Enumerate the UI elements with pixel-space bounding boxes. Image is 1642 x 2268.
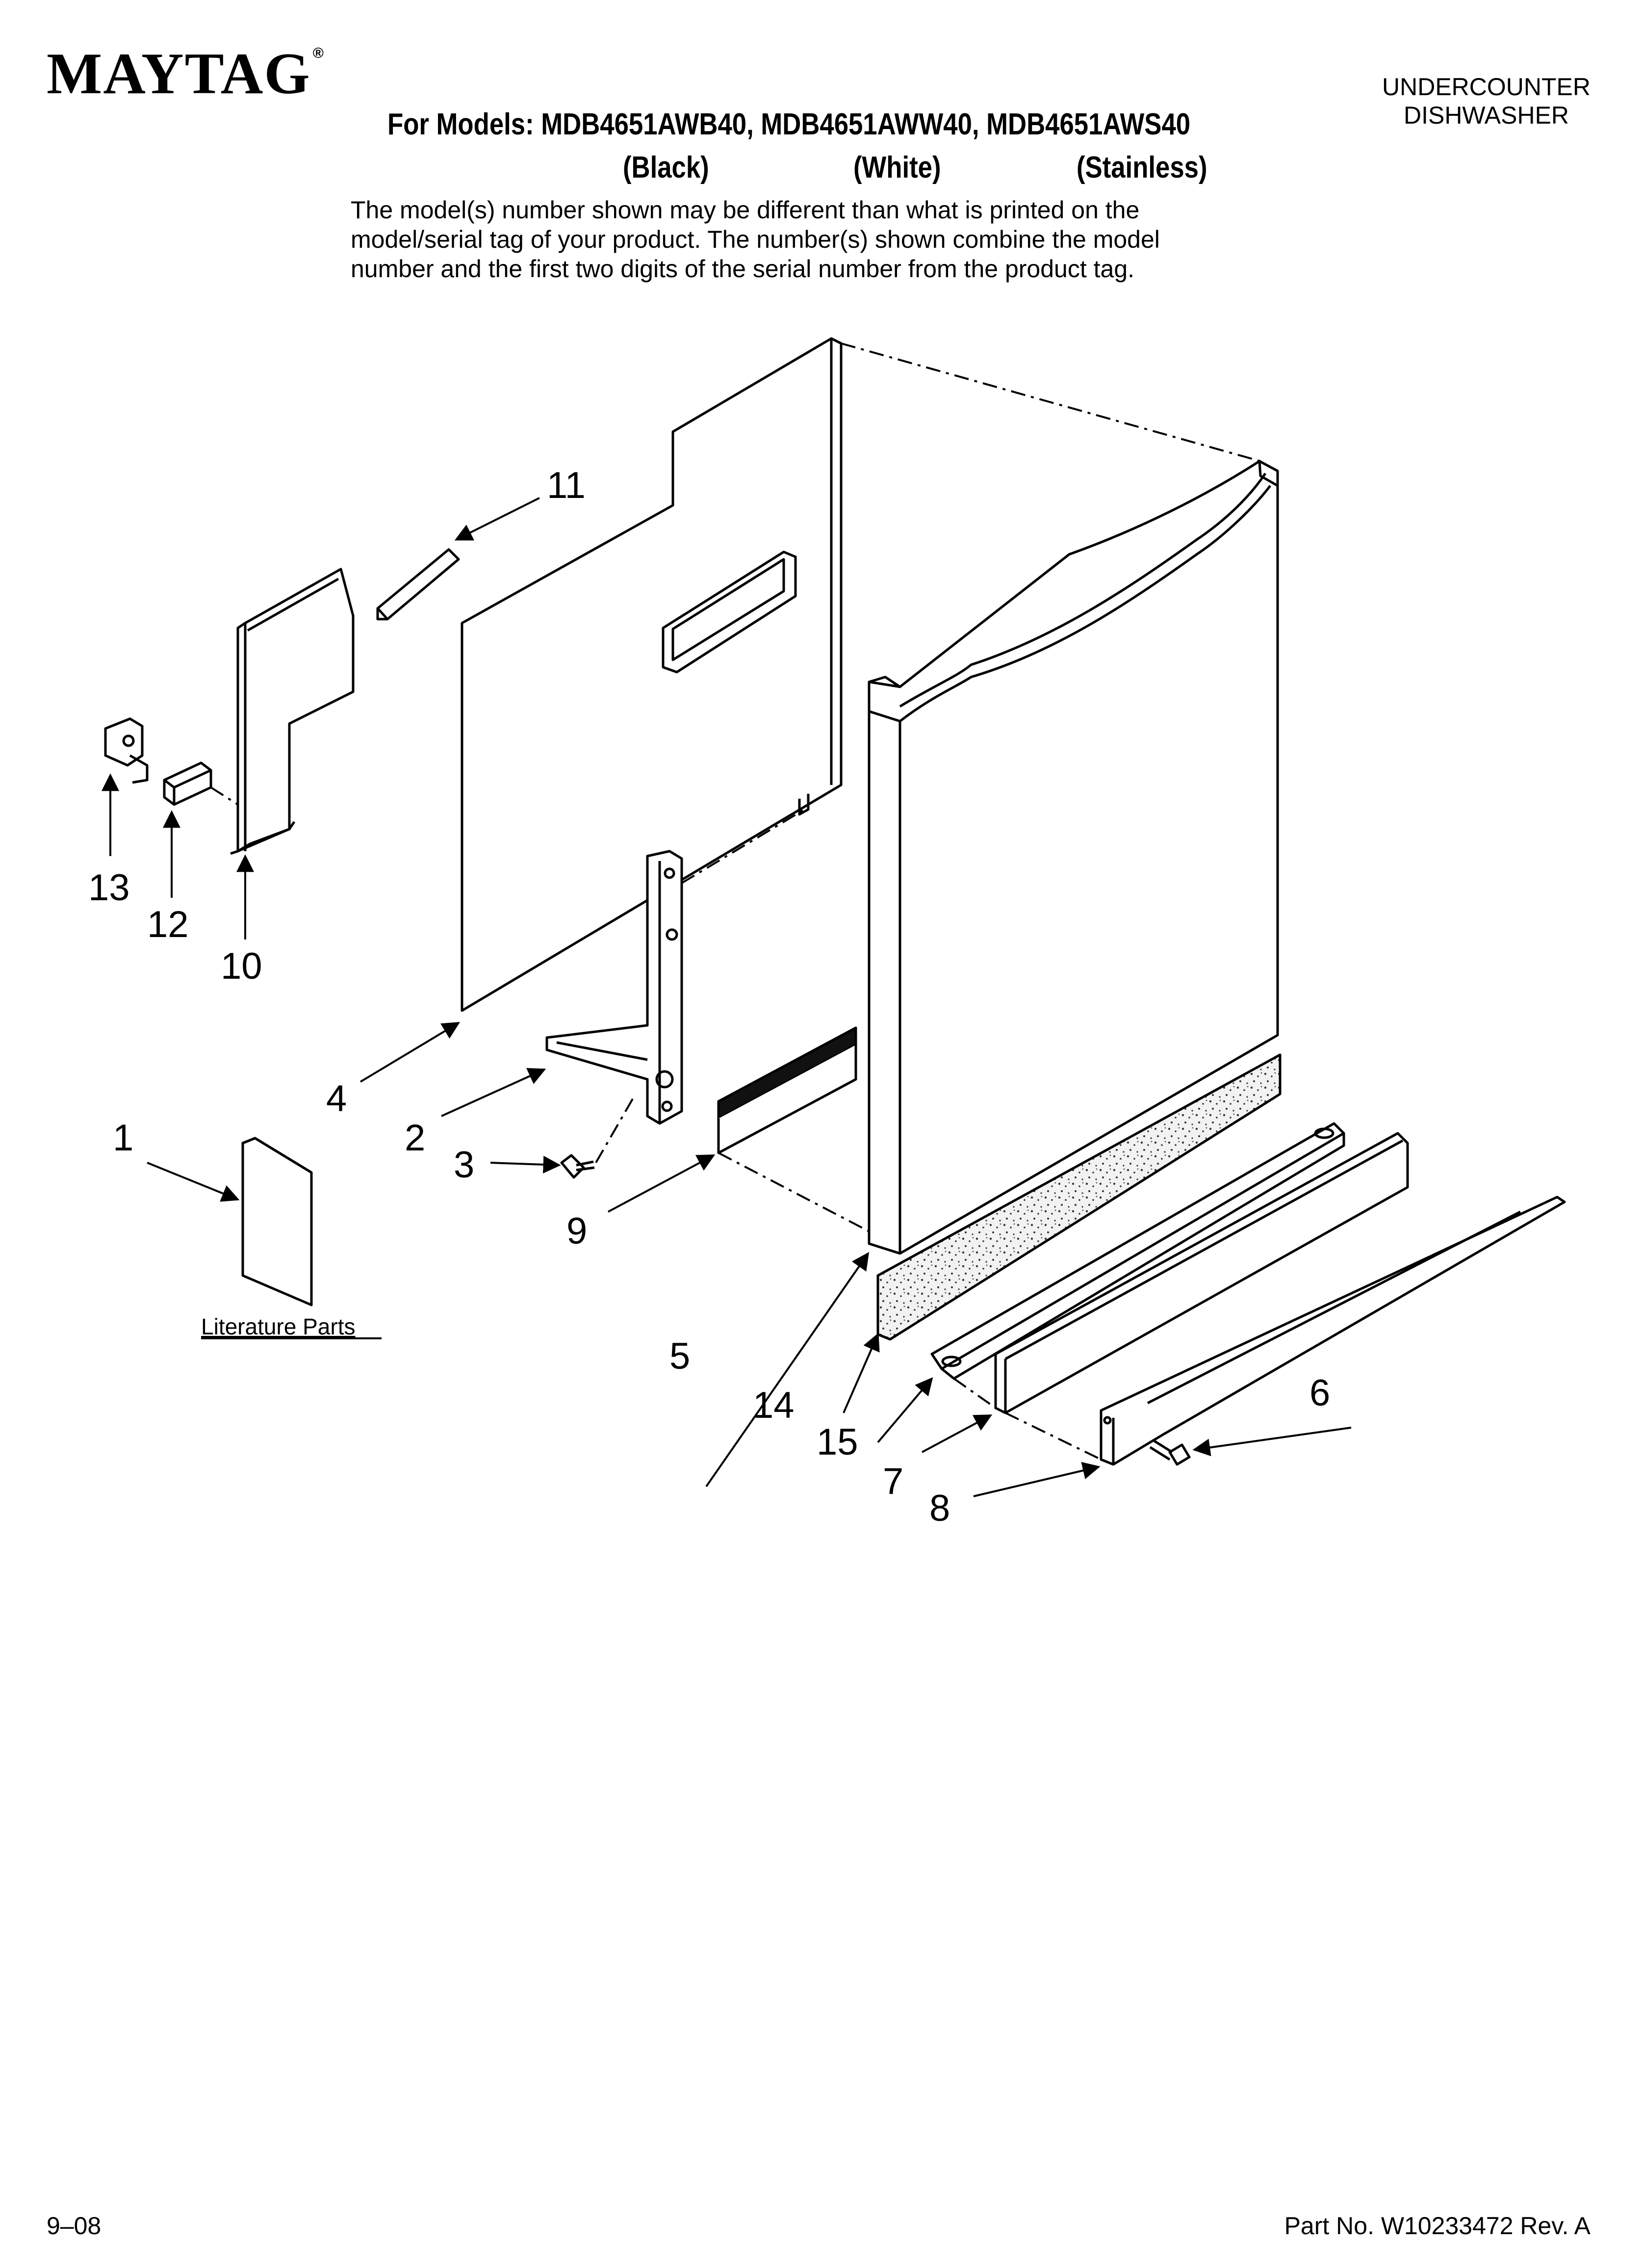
callout-11: 11 xyxy=(547,465,586,506)
callout-7: 7 xyxy=(883,1460,903,1502)
part-insulation-14 xyxy=(876,1053,1282,1341)
part-side-panel-right xyxy=(868,460,1279,1255)
callout-9: 9 xyxy=(566,1210,587,1252)
variant-black: (Black) xyxy=(623,151,709,184)
part-block-12 xyxy=(163,761,212,806)
brand-logo: MAYTAG® xyxy=(47,44,325,103)
model-note-line-3: number and the first two digits of the s… xyxy=(351,255,1135,283)
model-note-line-1: The model(s) number shown may be differe… xyxy=(351,196,1140,224)
callout-6: 6 xyxy=(1309,1372,1330,1414)
variant-stainless: (Stainless) xyxy=(1077,151,1207,184)
callout-13: 13 xyxy=(88,867,130,909)
brand-name: MAYTAG xyxy=(47,41,311,106)
footer-part-number: Part No. W10233472 Rev. A xyxy=(1284,2212,1591,2240)
callout-2: 2 xyxy=(405,1117,425,1159)
part-strip-11 xyxy=(376,548,460,621)
product-type: UNDERCOUNTER DISHWASHER xyxy=(1382,73,1591,130)
callout-12: 12 xyxy=(147,904,189,945)
product-type-line-1: UNDERCOUNTER xyxy=(1382,73,1591,101)
registered-mark: ® xyxy=(312,45,325,61)
variant-white: (White) xyxy=(853,151,941,184)
callout-10: 10 xyxy=(221,945,262,987)
model-note-line-2: model/serial tag of your product. The nu… xyxy=(351,226,1160,253)
product-type-line-2: DISHWASHER xyxy=(1403,102,1569,129)
part-side-panel-left xyxy=(461,337,843,1012)
callout-1: 1 xyxy=(113,1117,133,1159)
part-rail-15 xyxy=(930,1122,1345,1380)
part-literature-1 xyxy=(241,1137,313,1306)
callout-arrows xyxy=(102,497,1352,1497)
part-gasket-9 xyxy=(717,1026,857,1154)
callout-3: 3 xyxy=(454,1144,474,1186)
callout-8: 8 xyxy=(929,1487,950,1529)
models-heading: For Models: MDB4651AWB40, MDB4651AWW40, … xyxy=(387,107,1191,141)
part-clip-13 xyxy=(104,717,149,784)
callout-4: 4 xyxy=(326,1078,347,1120)
callout-14: 14 xyxy=(753,1384,795,1426)
footer-date: 9–08 xyxy=(47,2212,102,2240)
part-bracket-10 xyxy=(230,568,355,855)
part-screw-3 xyxy=(560,1154,595,1179)
alignment-lines xyxy=(210,342,1261,1460)
literature-parts-label: Literature Parts xyxy=(201,1314,355,1339)
callout-15: 15 xyxy=(817,1421,858,1463)
part-screw-6 xyxy=(1149,1438,1191,1466)
callout-labels: 1 2 3 4 5 6 7 8 9 10 11 12 13 14 15 Lite… xyxy=(88,465,1330,1529)
part-mounting-bracket-2 xyxy=(545,850,683,1125)
callout-5: 5 xyxy=(669,1335,690,1377)
part-kickplate-8 xyxy=(1100,1196,1566,1466)
